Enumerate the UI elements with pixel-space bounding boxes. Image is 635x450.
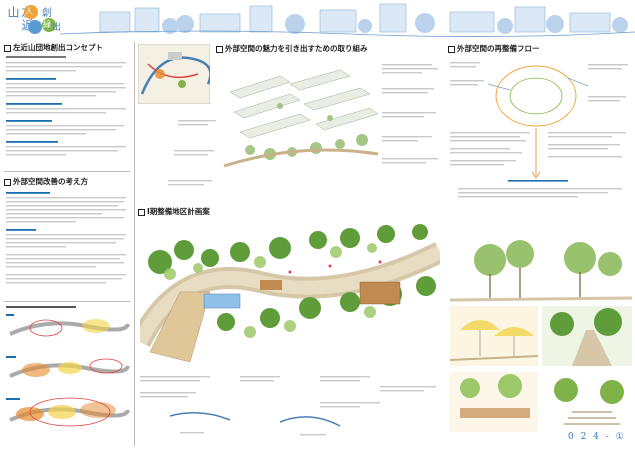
zoning-diagrams bbox=[6, 304, 130, 444]
housing-complex-sketch bbox=[223, 69, 379, 168]
logo-char-4: 出 bbox=[52, 23, 62, 33]
zoning-diagram-graphic bbox=[6, 306, 130, 427]
phase1-site-plan bbox=[140, 222, 440, 372]
left-column: 左近山団地創出コンセプト 外部空間改善の考え方 bbox=[4, 40, 132, 446]
column-separator bbox=[134, 42, 135, 446]
sketch-green-path bbox=[542, 306, 632, 366]
section-title-concept: 左近山団地創出コンセプト bbox=[4, 42, 103, 53]
logo-char-3: 緑 bbox=[43, 20, 51, 29]
attraction-annotations bbox=[382, 64, 438, 164]
phase1-section: Ⅰ期整備地区計画案 bbox=[136, 204, 448, 446]
concept-body-text bbox=[6, 54, 130, 166]
divider bbox=[4, 171, 130, 172]
right-column: 外部空間の再整備フロー bbox=[448, 40, 632, 240]
site-map bbox=[138, 44, 210, 104]
header: 左近山 創 人 緑 出 bbox=[0, 0, 635, 40]
section-title-improvement: 外部空間改善の考え方 bbox=[4, 176, 88, 187]
sketch-tree-canopy bbox=[450, 240, 632, 304]
phase1-annotations bbox=[140, 376, 436, 436]
improvement-body-text bbox=[6, 190, 130, 298]
divider bbox=[4, 301, 130, 302]
sketch-deck-area bbox=[450, 372, 538, 432]
redevelopment-flow-diagram bbox=[450, 62, 628, 198]
skyline-illustration bbox=[60, 0, 635, 40]
logo-dot-blue-icon bbox=[28, 20, 42, 34]
section-title-attraction: 外部空間の魅力を引き出すための取り組み bbox=[216, 43, 368, 54]
logo-dot-orange-icon bbox=[24, 5, 38, 19]
perspective-sketches: 0 2 4 - ① bbox=[450, 240, 632, 446]
improvement-text-lines bbox=[6, 192, 126, 284]
logo-dot-green-icon bbox=[42, 18, 56, 32]
sketch-umbrella-plaza bbox=[450, 306, 538, 366]
map-annotations bbox=[168, 120, 216, 186]
section-title-flow: 外部空間の再整備フロー bbox=[448, 43, 540, 54]
concept-text-lines bbox=[6, 56, 126, 156]
section-title-phase1: Ⅰ期整備地区計画案 bbox=[138, 206, 210, 217]
logo: 創 人 緑 出 bbox=[22, 4, 62, 36]
page-number: 0 2 4 - ① bbox=[568, 432, 626, 442]
center-top: 外部空間の魅力を引き出すための取り組み bbox=[136, 40, 446, 200]
logo-char-2: 人 bbox=[25, 7, 33, 16]
sketch-stairs bbox=[542, 372, 632, 432]
logo-char-1: 創 bbox=[42, 8, 52, 19]
